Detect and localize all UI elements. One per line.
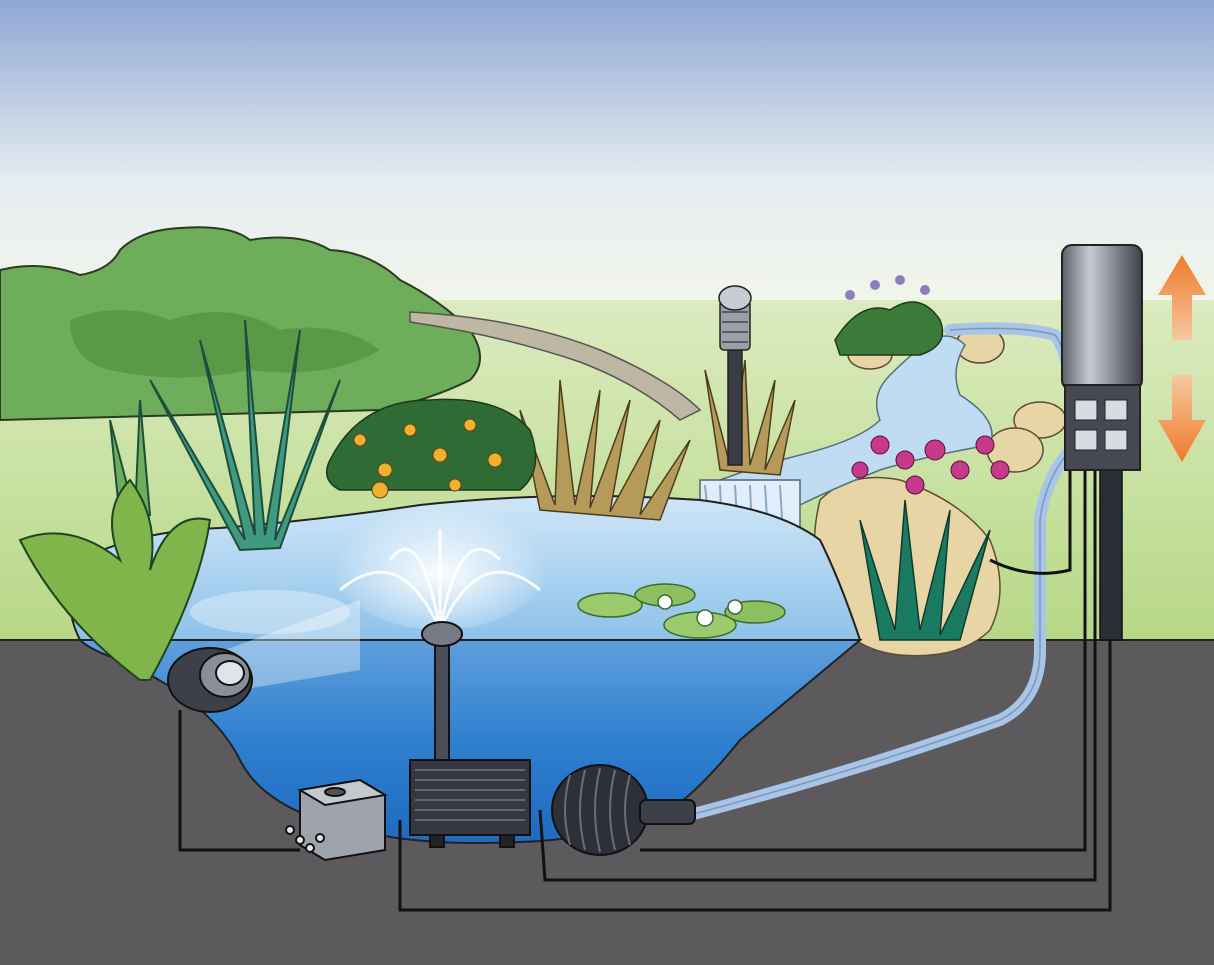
outdoor-power-socket (1061, 244, 1143, 641)
spotlight-beam (225, 600, 360, 690)
garden-light-bollard (718, 285, 752, 466)
filter-pump (551, 764, 696, 856)
stream (717, 335, 993, 506)
light-reflection (190, 590, 350, 634)
transformer-junction-box (285, 778, 388, 862)
bush-shading (70, 310, 380, 378)
stone-path (409, 311, 702, 421)
water-lilies (577, 583, 786, 639)
up-down-arrows-icon (1158, 255, 1206, 462)
up-arrow-icon (1158, 255, 1206, 340)
power-cables (178, 460, 1112, 912)
fountain-pump (409, 621, 531, 848)
front-leafy-plant (18, 478, 212, 681)
marsh-grass (519, 359, 796, 521)
underwater-spotlight (167, 647, 253, 725)
marigold-bush (325, 398, 537, 499)
filter-hose-outline (689, 327, 1072, 816)
iris-plant (851, 435, 1010, 641)
lavender-plant (834, 275, 944, 356)
down-arrow-icon (1158, 375, 1206, 462)
fountain (330, 490, 550, 631)
